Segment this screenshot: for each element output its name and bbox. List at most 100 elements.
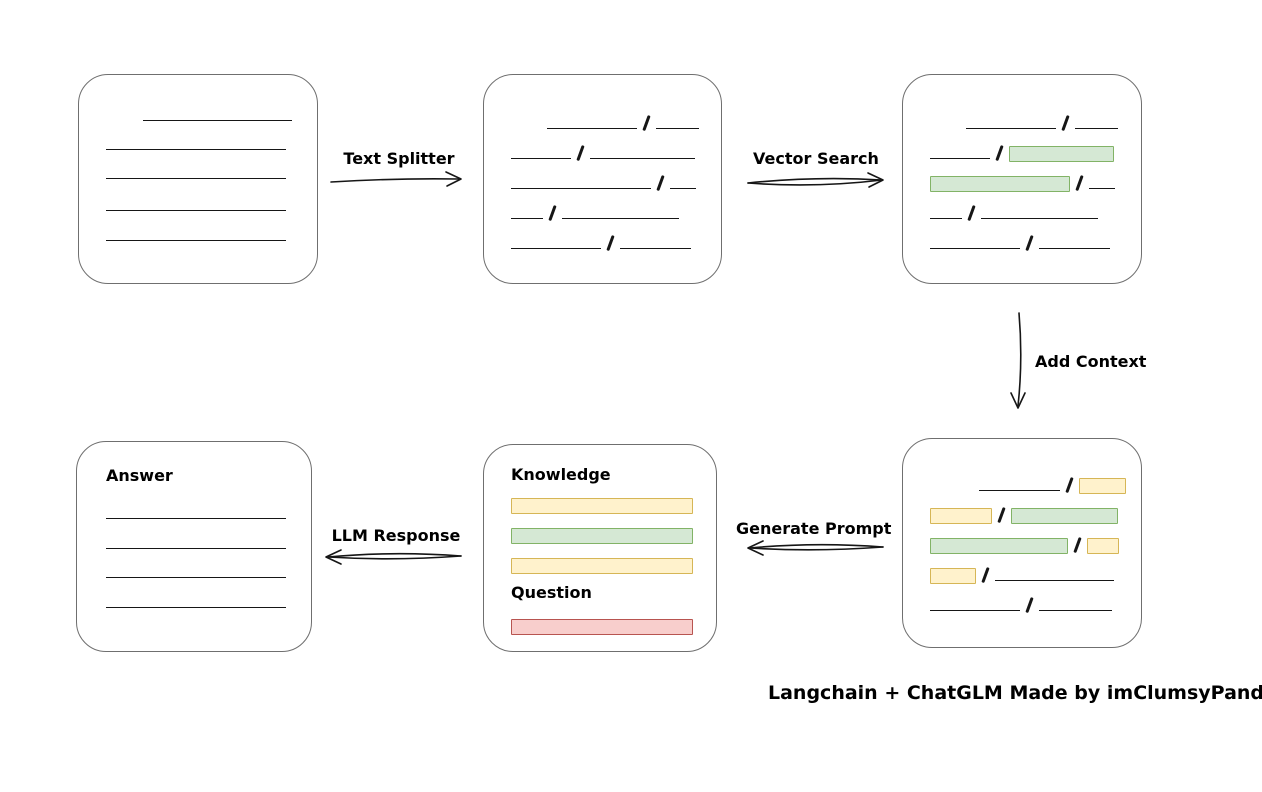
chunk-row [511, 199, 679, 221]
chunk-row [106, 529, 286, 549]
text-line [930, 218, 962, 219]
text-line [547, 128, 637, 129]
text-line [930, 610, 1020, 611]
text-line [1088, 188, 1115, 189]
chunk-row [106, 558, 286, 578]
yellow-chunk [511, 498, 693, 514]
text-line [106, 518, 286, 519]
slash-mark [606, 235, 615, 251]
chunk-row [106, 588, 286, 608]
question-title: Question [511, 583, 592, 602]
chunk-row [930, 199, 1098, 221]
text-line [930, 248, 1020, 249]
chunk-row [106, 499, 286, 519]
green-chunk [1010, 508, 1118, 524]
chunk-row [106, 101, 292, 121]
add-context-label: Add Context [1035, 352, 1147, 371]
yellow-chunk [1086, 538, 1119, 554]
chunk-row [930, 471, 1126, 494]
chunk-row [930, 531, 1119, 554]
slash-mark [548, 205, 557, 221]
text-line [1074, 128, 1118, 129]
chunk-row [930, 591, 1112, 613]
chunk-row [511, 109, 699, 131]
text-line [511, 188, 651, 189]
slash-mark [1025, 597, 1034, 613]
text-line [106, 577, 286, 578]
text-line [106, 240, 286, 241]
chunk-row [106, 130, 286, 150]
red-chunk [511, 619, 693, 635]
chunk-row [106, 159, 286, 179]
vector-search-label: Vector Search [753, 149, 879, 168]
chunk-row [511, 229, 691, 251]
answer-title: Answer [106, 466, 173, 485]
text-line [106, 149, 286, 150]
slash-mark [995, 145, 1004, 161]
text-line [511, 218, 543, 219]
chunk-row [511, 139, 695, 161]
text-line [979, 490, 1060, 491]
text-line [655, 128, 699, 129]
text-line [589, 158, 695, 159]
chunk-row [106, 191, 286, 211]
credit-caption: Langchain + ChatGLM Made by imClumsyPand… [768, 682, 1262, 704]
chunk-row [930, 139, 1114, 162]
text-line [966, 128, 1056, 129]
slash-mark [1025, 235, 1034, 251]
text-line [106, 548, 286, 549]
text-line [1038, 610, 1112, 611]
text-line [511, 248, 601, 249]
text-line [980, 218, 1098, 219]
chunk-row [930, 169, 1115, 192]
green-chunk [930, 176, 1070, 192]
document-box [78, 74, 318, 284]
add-context-arrow [1010, 312, 1026, 409]
vector-match-box [902, 74, 1142, 284]
chunk-row [930, 109, 1118, 131]
slash-mark [576, 145, 585, 161]
slash-mark [1061, 115, 1070, 131]
slash-mark [981, 567, 990, 583]
chunk-row [511, 521, 693, 544]
slash-mark [1065, 477, 1074, 493]
generate-prompt-arrow [747, 540, 884, 556]
knowledge-title: Knowledge [511, 465, 611, 484]
slash-mark [1075, 175, 1084, 191]
slash-mark [967, 205, 976, 221]
green-chunk [1008, 146, 1114, 162]
text-line [143, 120, 292, 121]
text-line [1038, 248, 1110, 249]
llm-response-arrow [325, 549, 462, 565]
text-line [669, 188, 696, 189]
chunk-row [511, 491, 693, 514]
green-chunk [930, 538, 1068, 554]
chunk-row [511, 551, 693, 574]
slash-mark [997, 507, 1006, 523]
yellow-chunk [930, 508, 992, 524]
text-line [106, 178, 286, 179]
text-line [106, 210, 286, 211]
chunk-row [930, 561, 1114, 584]
text-line [561, 218, 679, 219]
slash-mark [1073, 537, 1082, 553]
prompt-box: Knowledge Question [483, 444, 717, 652]
chunk-row [511, 169, 696, 191]
text-line [930, 158, 990, 159]
text-line [994, 580, 1114, 581]
yellow-chunk [930, 568, 976, 584]
generate-prompt-label: Generate Prompt [736, 519, 892, 538]
llm-response-label: LLM Response [331, 526, 461, 545]
chunk-row [930, 229, 1110, 251]
text-line [511, 158, 571, 159]
green-chunk [511, 528, 693, 544]
context-box [902, 438, 1142, 648]
yellow-chunk [511, 558, 693, 574]
text-splitter-label: Text Splitter [343, 149, 455, 168]
vector-search-arrow [747, 172, 884, 188]
yellow-chunk [1078, 478, 1126, 494]
text-splitter-arrow [330, 171, 462, 187]
answer-box: Answer [76, 441, 312, 652]
split-chunks-box [483, 74, 722, 284]
